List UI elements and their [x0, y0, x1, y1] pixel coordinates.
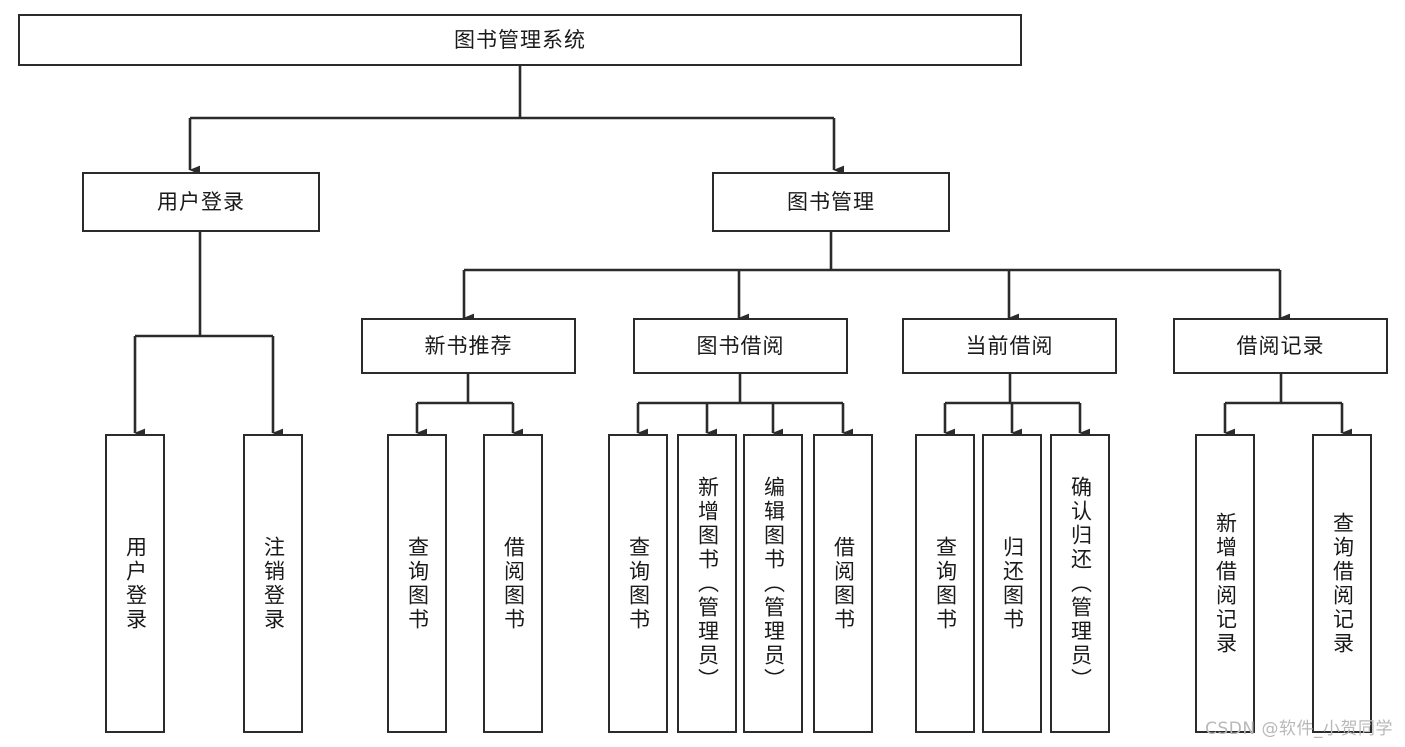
node-label: 查询借阅记录 — [1330, 511, 1355, 656]
node-label: 新增借阅记录 — [1213, 511, 1238, 656]
node-label: 借阅图书 — [831, 535, 856, 632]
node-label: 借阅图书 — [501, 535, 526, 632]
node-label: 用户登录 — [123, 535, 148, 632]
node-leaf-user-login[interactable]: 用户登录 — [105, 434, 165, 733]
node-leaf-query-book-2[interactable]: 查询图书 — [608, 434, 668, 733]
node-leaf-borrow-book-2[interactable]: 借阅图书 — [813, 434, 873, 733]
node-label: 当前借阅 — [965, 333, 1054, 358]
node-label: 借阅记录 — [1236, 333, 1325, 358]
node-label: 新增图书（管理员） — [695, 475, 720, 692]
node-leaf-user-logout[interactable]: 注销登录 — [243, 434, 303, 733]
node-leaf-query-book-1[interactable]: 查询图书 — [387, 434, 447, 733]
node-leaf-query-book-3[interactable]: 查询图书 — [915, 434, 975, 733]
node-label: 查询图书 — [933, 535, 958, 632]
node-label: 查询图书 — [626, 535, 651, 632]
node-label: 查询图书 — [405, 535, 430, 632]
node-label: 图书借阅 — [696, 333, 785, 358]
node-leaf-add-record[interactable]: 新增借阅记录 — [1195, 434, 1255, 733]
node-current-borrow[interactable]: 当前借阅 — [902, 318, 1117, 374]
node-label: 归还图书 — [1000, 535, 1025, 632]
node-book-borrow[interactable]: 图书借阅 — [633, 318, 848, 374]
node-label: 确认归还（管理员） — [1068, 475, 1093, 692]
node-label: 新书推荐 — [424, 333, 513, 358]
node-root-system[interactable]: 图书管理系统 — [18, 14, 1022, 66]
node-leaf-return-book[interactable]: 归还图书 — [982, 434, 1042, 733]
node-leaf-add-book[interactable]: 新增图书（管理员） — [677, 434, 737, 733]
node-leaf-edit-book[interactable]: 编辑图书（管理员） — [743, 434, 803, 733]
node-borrow-record[interactable]: 借阅记录 — [1173, 318, 1388, 374]
node-label: 图书管理 — [787, 189, 875, 214]
node-label: 注销登录 — [261, 535, 286, 632]
node-label: 图书管理系统 — [454, 27, 586, 52]
node-user-login[interactable]: 用户登录 — [82, 172, 320, 232]
node-label: 编辑图书（管理员） — [761, 475, 786, 692]
node-book-management[interactable]: 图书管理 — [712, 172, 950, 232]
node-leaf-confirm-return[interactable]: 确认归还（管理员） — [1050, 434, 1110, 733]
node-label: 用户登录 — [157, 189, 245, 214]
node-leaf-query-record[interactable]: 查询借阅记录 — [1312, 434, 1372, 733]
node-new-book-recommend[interactable]: 新书推荐 — [361, 318, 576, 374]
watermark-text: CSDN @软件_小贺同学 — [1205, 719, 1393, 739]
node-leaf-borrow-book-1[interactable]: 借阅图书 — [483, 434, 543, 733]
